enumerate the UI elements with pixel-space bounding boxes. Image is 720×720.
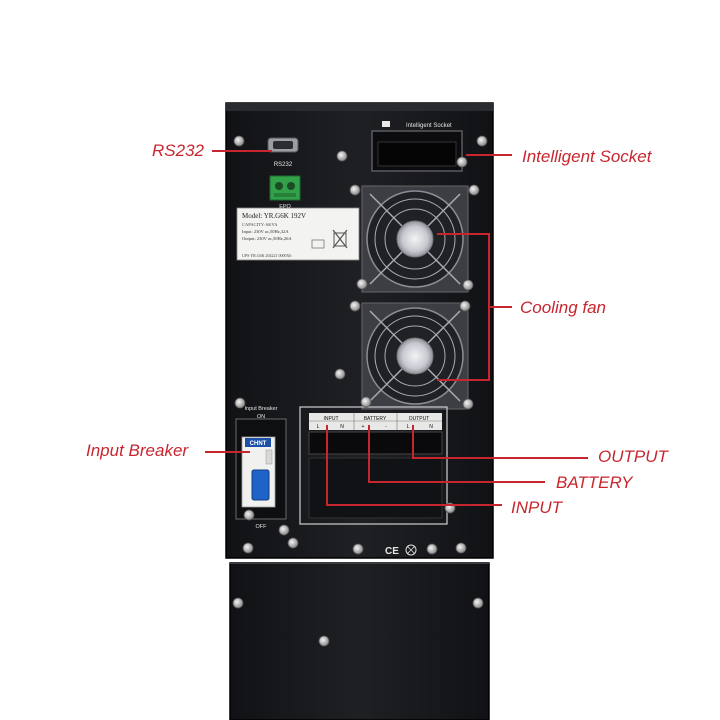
screw — [472, 597, 484, 609]
screw — [462, 279, 474, 291]
callout-intelligent-socket: Intelligent Socket — [522, 147, 652, 166]
callout-lines — [205, 150, 588, 506]
battery-pointer — [368, 425, 545, 483]
nameplate-capacity: CAPACITY: 6KVA — [242, 222, 278, 227]
panel-screws — [232, 135, 488, 647]
terminal-n-2: N — [429, 424, 433, 430]
screw — [334, 368, 346, 380]
terminal-block — [299, 406, 448, 525]
input-breaker[interactable] — [235, 418, 287, 520]
terminal-l-2: L — [407, 424, 410, 430]
intelligent-socket — [371, 121, 463, 172]
screw — [234, 397, 246, 409]
terminal-group-battery: BATTERY — [364, 416, 387, 422]
screw — [476, 135, 488, 147]
screw — [456, 156, 468, 168]
screw — [356, 278, 368, 290]
screw — [318, 635, 330, 647]
screw — [426, 543, 438, 555]
screw — [278, 524, 290, 536]
screw — [349, 184, 361, 196]
screw — [233, 135, 245, 147]
screw — [459, 300, 471, 312]
callout-input-breaker: Input Breaker — [86, 441, 189, 460]
input-breaker-panel-label: Input Breaker — [244, 406, 277, 412]
screw — [352, 543, 364, 555]
rs232-port[interactable] — [267, 137, 299, 153]
screw — [468, 184, 480, 196]
callout-output: OUTPUT — [598, 447, 668, 466]
screw — [336, 150, 348, 162]
terminal-group-input: INPUT — [324, 416, 339, 422]
breaker-brand: CHNT — [250, 441, 267, 447]
terminal-plus: + — [362, 424, 365, 430]
intelligent-socket-panel-label: Intelligent Socket — [406, 123, 452, 129]
callout-cooling-fan: Cooling fan — [520, 298, 607, 317]
screw — [349, 300, 361, 312]
nameplate-input: Input: 230V ac,50Hz,32A — [242, 229, 289, 235]
output-pointer — [412, 425, 588, 459]
input-pointer — [326, 425, 502, 506]
screw — [455, 542, 467, 554]
cooling-fan-bottom — [361, 302, 469, 410]
breaker-off-label: OFF — [256, 524, 268, 530]
nameplate-serial: UPS YR.G6K 204221 0000X6 — [242, 253, 291, 258]
terminal-minus: - — [385, 424, 387, 430]
epo-panel-label: EPO — [279, 204, 291, 210]
nameplate — [236, 207, 360, 261]
ce-mark: CE — [385, 546, 399, 557]
epo-connector[interactable] — [269, 175, 301, 201]
lower-cabinet — [229, 562, 490, 720]
terminal-l-1: L — [317, 424, 320, 430]
cooling-fan-pointer-bottom — [437, 307, 490, 381]
screw — [232, 597, 244, 609]
rs232-panel-label: RS232 — [274, 162, 293, 168]
nameplate-output: Output: 230V ac,50Hz,26A — [242, 236, 292, 242]
screw — [242, 542, 254, 554]
breaker-on-label: ON — [257, 414, 265, 420]
nameplate-model: Model: YR.G6K 192V — [242, 212, 306, 220]
callout-input: INPUT — [511, 498, 562, 517]
cooling-fan-pointer-top — [437, 233, 512, 308]
screw — [360, 396, 372, 408]
terminal-n-1: N — [340, 424, 344, 430]
terminal-group-output: OUTPUT — [409, 416, 430, 422]
screw — [462, 398, 474, 410]
callout-battery: BATTERY — [556, 473, 633, 492]
screw — [243, 509, 255, 521]
callout-rs232: RS232 — [152, 141, 204, 160]
cooling-fan-top — [361, 185, 469, 293]
screw — [287, 537, 299, 549]
